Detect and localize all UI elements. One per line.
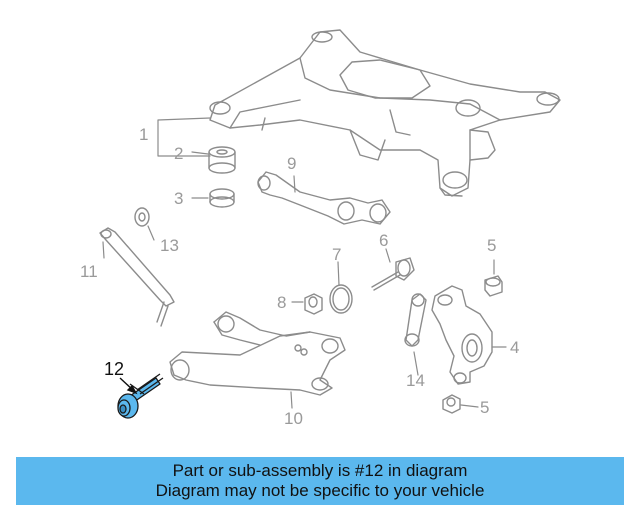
lower-arm-part-10 — [169, 311, 346, 396]
caption-banner: Part or sub-assembly is #12 in diagram D… — [16, 457, 624, 505]
callout-11: 11 — [80, 262, 98, 281]
bushing-part-2 — [208, 146, 236, 174]
caption-line-1: Part or sub-assembly is #12 in diagram — [172, 461, 468, 480]
bolt-part-6 — [371, 257, 415, 291]
callout-6: 6 — [379, 231, 389, 250]
callout-5-upper: 5 — [487, 236, 497, 255]
callout-12: 12 — [104, 359, 125, 379]
washer-part-13 — [134, 207, 150, 227]
callout-4: 4 — [510, 338, 520, 357]
bushing-part-5-upper — [484, 275, 503, 297]
upper-arm-part-9 — [257, 171, 391, 225]
nut-part-8 — [304, 293, 323, 315]
callout-10: 10 — [284, 409, 303, 428]
leader-line-12 — [119, 377, 138, 395]
bolt-part-12-highlighted — [117, 373, 164, 419]
knuckle-part-4 — [431, 285, 493, 385]
callout-3: 3 — [174, 189, 184, 208]
caption-line-2: Diagram may not be specific to your vehi… — [155, 481, 485, 500]
leader-lines — [102, 117, 507, 409]
mount-part-3 — [209, 188, 235, 208]
subframe-part-1 — [209, 29, 561, 197]
callout-9: 9 — [287, 154, 297, 173]
callout-13: 13 — [160, 236, 179, 255]
callout-7: 7 — [332, 245, 342, 264]
callout-5-lower: 5 — [480, 398, 490, 417]
stabilizer-link-part-11 — [99, 227, 175, 327]
link-part-14 — [404, 293, 427, 347]
callout-1: 1 — [139, 125, 149, 144]
callout-8: 8 — [277, 293, 287, 312]
bushing-part-5-lower — [442, 394, 461, 414]
callout-2: 2 — [174, 144, 184, 163]
callout-14: 14 — [406, 371, 425, 390]
ring-part-7 — [329, 284, 353, 314]
